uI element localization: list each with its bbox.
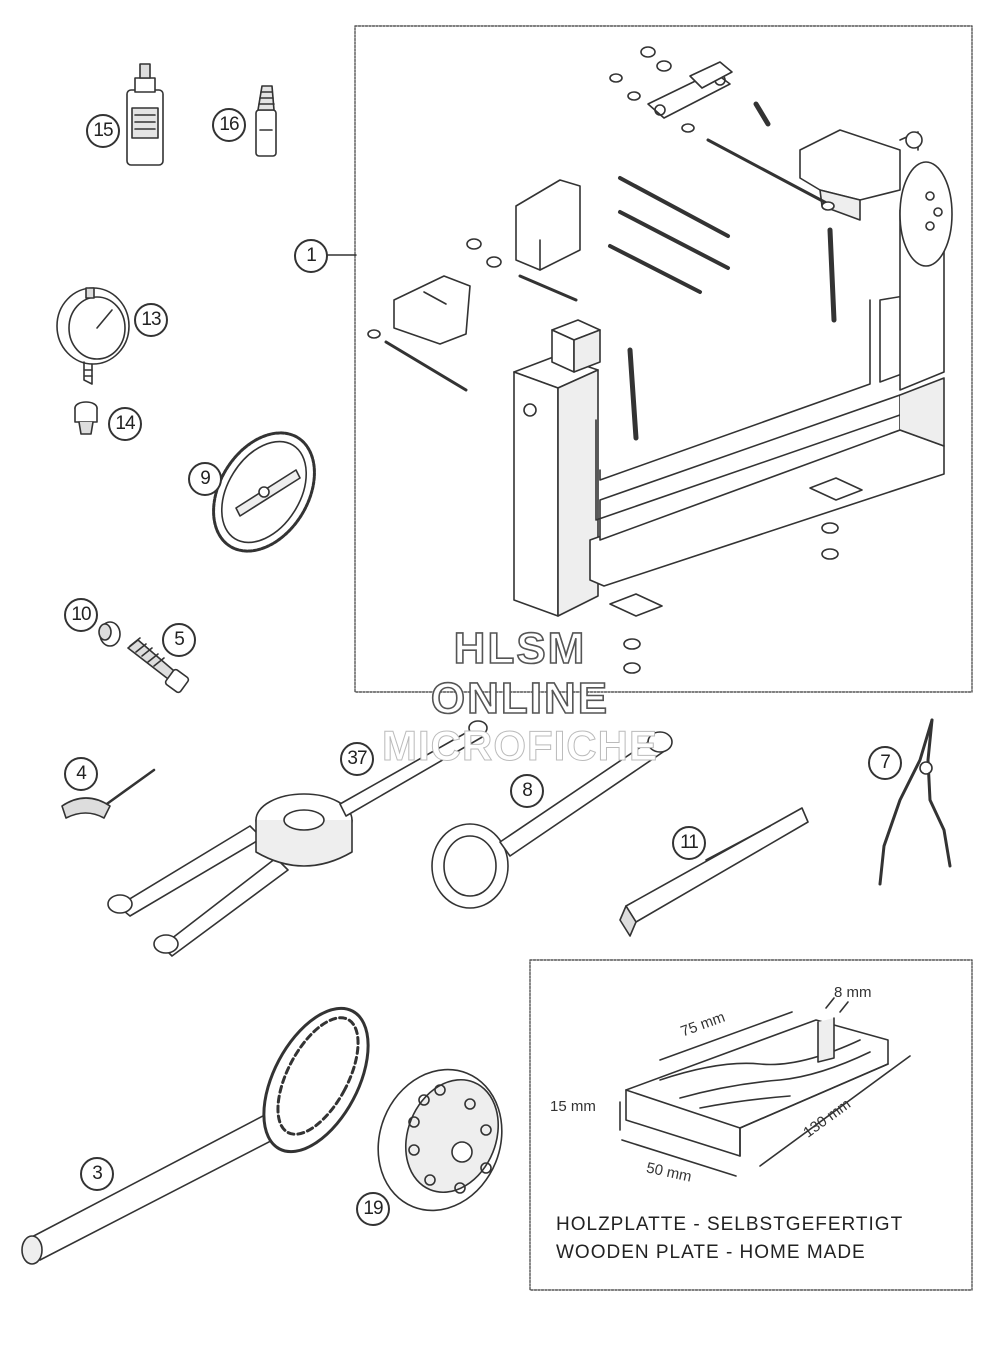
stand-assembly-frame (354, 25, 973, 693)
wooden-plate-icon (619, 997, 911, 1177)
callout-10[interactable]: 10 (64, 598, 98, 632)
dimension-8mm: 8 mm (834, 984, 872, 1001)
dimension-15mm: 15 mm (550, 1098, 596, 1115)
callout-3[interactable]: 3 (80, 1157, 114, 1191)
callout-13[interactable]: 13 (134, 303, 168, 337)
callout-9[interactable]: 9 (188, 462, 222, 496)
wooden-plate-note-german: HOLZPLATTE - SELBSTGEFERTIGT (556, 1214, 904, 1235)
dial-gauge-icon (56, 287, 130, 385)
callout-11[interactable]: 11 (672, 826, 706, 860)
flywheel-holder-disc-icon (212, 431, 316, 553)
watermark-line-3: MICROFICHE (382, 722, 658, 770)
loctite-bottle-icon (126, 63, 164, 166)
callout-37[interactable]: 37 (340, 742, 374, 776)
wooden-plate-note-english: WOODEN PLATE - HOME MADE (556, 1242, 866, 1263)
gauge-adapter-icon (74, 401, 98, 435)
counter-holder-icon (107, 720, 488, 957)
callout-1[interactable]: 1 (294, 239, 328, 273)
threaded-puller-icon (127, 637, 190, 694)
callout-8[interactable]: 8 (510, 774, 544, 808)
bushing-icon (98, 621, 121, 647)
callout-15[interactable]: 15 (86, 114, 120, 148)
watermark-line-1: HLSM (453, 623, 587, 674)
circlip-pliers-icon (878, 718, 952, 886)
callout-7[interactable]: 7 (868, 746, 902, 780)
ring-wrench-icon (431, 731, 673, 909)
engine-stand-icon (367, 46, 953, 674)
callout-5[interactable]: 5 (162, 623, 196, 657)
callout-19[interactable]: 19 (356, 1192, 390, 1226)
clutch-holder-icon (21, 1006, 370, 1265)
hook-tool-icon (61, 768, 156, 819)
callout-16[interactable]: 16 (212, 108, 246, 142)
watermark-line-2: ONLINE (430, 673, 610, 724)
grease-tube-icon (255, 85, 277, 157)
callout-14[interactable]: 14 (108, 407, 142, 441)
blade-gauge-icon (619, 807, 809, 937)
callout-4[interactable]: 4 (64, 757, 98, 791)
rotor-holder-icon (377, 1068, 503, 1212)
wooden-plate-frame (529, 959, 973, 1291)
